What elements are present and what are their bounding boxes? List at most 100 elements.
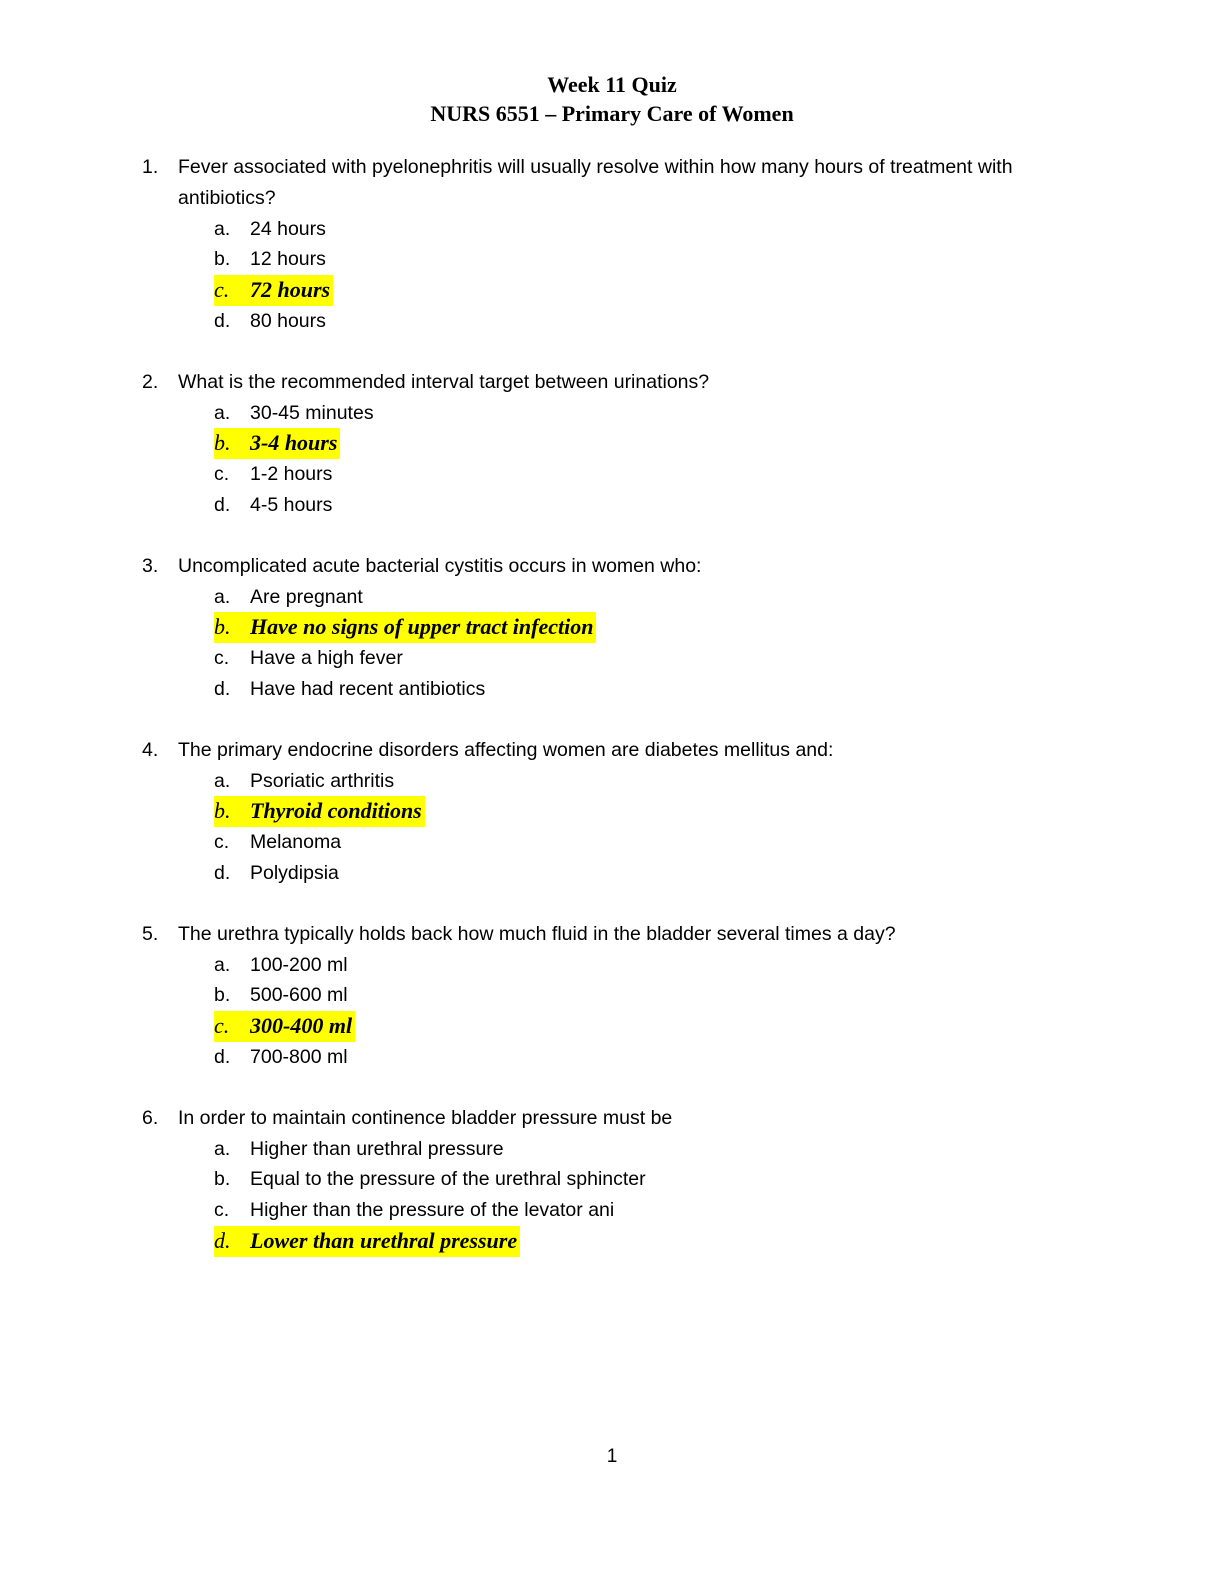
answer-option: a. 24 hours: [214, 214, 1082, 245]
option-letter: a.: [214, 585, 231, 608]
option-text: Have no signs of upper tract infection: [250, 614, 594, 640]
option-letter: b.: [214, 798, 231, 824]
question-text: Uncomplicated acute bacterial cystitis o…: [178, 554, 702, 577]
answer-option: d. Polydipsia: [214, 858, 1082, 889]
answer-option: a. Higher than urethral pressure: [214, 1134, 1082, 1165]
option-letter: b.: [214, 1168, 231, 1191]
document-subtitle: NURS 6551 – Primary Care of Women: [430, 101, 794, 126]
option-letter: b.: [214, 984, 231, 1007]
answer-option: d. 80 hours: [214, 306, 1082, 337]
question-text: The urethra typically holds back how muc…: [178, 922, 896, 945]
answer-option: a. 100-200 ml: [214, 950, 1082, 981]
option-text: Higher than urethral pressure: [250, 1137, 504, 1160]
option-text: Thyroid conditions: [250, 798, 422, 824]
option-text: 72 hours: [250, 277, 331, 303]
option-letter: a.: [214, 769, 231, 792]
document-header: Week 11 Quiz NURS 6551 – Primary Care of…: [0, 70, 1224, 128]
option-letter: a.: [214, 217, 231, 240]
question-text: The primary endocrine disorders affectin…: [178, 738, 834, 761]
answer-option-correct: d. Lower than urethral pressure: [214, 1225, 1082, 1257]
answer-highlight: c. 300-400 ml: [214, 1011, 356, 1042]
answer-option-correct: c. 300-400 ml: [214, 1011, 1082, 1042]
document-title: Week 11 Quiz: [547, 72, 677, 97]
question-number: 6.: [142, 1106, 159, 1129]
answer-option: d. 700-800 ml: [214, 1042, 1082, 1073]
option-letter: d.: [214, 1045, 231, 1068]
option-letter: c.: [214, 277, 230, 303]
option-text: 3-4 hours: [250, 430, 338, 456]
answer-option-correct: b. 3-4 hours: [214, 428, 1082, 460]
option-letter: d.: [214, 677, 231, 700]
option-text: Have a high fever: [250, 647, 403, 670]
option-text: 80 hours: [250, 309, 326, 332]
option-text: Equal to the pressure of the urethral sp…: [250, 1168, 646, 1191]
answer-option: d. 4-5 hours: [214, 490, 1082, 521]
question-5: 5. The urethra typically holds back how m…: [142, 919, 1082, 1073]
question-stem: 3. Uncomplicated acute bacterial cystitis…: [142, 551, 1082, 582]
option-text: 700-800 ml: [250, 1045, 348, 1068]
answer-option: d. Have had recent antibiotics: [214, 674, 1082, 705]
option-text: 300-400 ml: [250, 1013, 353, 1039]
option-letter: d.: [214, 309, 231, 332]
answer-option: c. 1-2 hours: [214, 459, 1082, 490]
option-letter: a.: [214, 401, 231, 424]
option-letter: d.: [214, 861, 231, 884]
answer-option: a.Are pregnant: [214, 582, 1082, 613]
option-letter: d.: [214, 493, 231, 516]
answer-option: b. 500-600 ml: [214, 980, 1082, 1011]
question-4: 4. The primary endocrine disorders affect…: [142, 735, 1082, 889]
answer-highlight: b. 3-4 hours: [214, 428, 341, 460]
option-text: Have had recent antibiotics: [250, 677, 486, 700]
question-6: 6. In order to maintain continence bladde…: [142, 1103, 1082, 1257]
option-text: 100-200 ml: [250, 953, 348, 976]
option-letter: b.: [214, 248, 231, 271]
option-letter: a.: [214, 1137, 231, 1160]
option-letter: b.: [214, 430, 231, 456]
answer-option: b. 12 hours: [214, 244, 1082, 275]
answer-option-correct: b. Thyroid conditions: [214, 796, 1082, 828]
option-letter: b.: [214, 614, 231, 640]
option-letter: d.: [214, 1227, 231, 1253]
question-stem: 6. In order to maintain continence bladde…: [142, 1103, 1082, 1134]
answer-option: a. 30-45 minutes: [214, 398, 1082, 429]
option-text: Psoriatic arthritis: [250, 769, 395, 792]
answer-option: b. Equal to the pressure of the urethral …: [214, 1164, 1082, 1195]
answer-highlight: b. Thyroid conditions: [214, 796, 425, 828]
option-text: Lower than urethral pressure: [250, 1227, 518, 1253]
question-number: 5.: [142, 922, 159, 945]
question-text: In order to maintain continence bladder …: [178, 1106, 673, 1129]
option-letter: c.: [214, 1199, 230, 1222]
question-2: 2. What is the recommended interval targe…: [142, 367, 1082, 521]
option-text: Melanoma: [250, 831, 342, 854]
question-text: Fever associated with pyelonephritis wil…: [178, 156, 1013, 209]
answer-option: c. Have a high fever: [214, 643, 1082, 674]
option-text: 30-45 minutes: [250, 401, 374, 424]
option-letter: c.: [214, 463, 230, 486]
question-number: 4.: [142, 738, 159, 761]
answer-option: a. Psoriatic arthritis: [214, 766, 1082, 797]
option-text: 4-5 hours: [250, 493, 333, 516]
option-letter: c.: [214, 1013, 230, 1039]
option-letter: c.: [214, 647, 230, 670]
question-list: 1.Fever associated with pyelonephritis w…: [142, 152, 1082, 1287]
answer-highlight: b. Have no signs of upper tract infection: [214, 612, 597, 644]
question-1: 1.Fever associated with pyelonephritis w…: [142, 152, 1082, 337]
answer-option-correct: c. 72 hours: [214, 275, 1082, 306]
option-letter: a.: [214, 953, 231, 976]
question-stem: 2. What is the recommended interval targe…: [142, 367, 1082, 398]
question-number: 2.: [142, 370, 159, 393]
page-number: 1: [606, 1446, 618, 1467]
question-text: What is the recommended interval target …: [178, 370, 710, 393]
option-text: 500-600 ml: [250, 984, 348, 1007]
option-text: 1-2 hours: [250, 463, 333, 486]
question-stem: 5. The urethra typically holds back how m…: [142, 919, 1082, 950]
option-text: 24 hours: [250, 217, 326, 240]
answer-highlight: c. 72 hours: [214, 275, 334, 306]
question-3: 3. Uncomplicated acute bacterial cystitis…: [142, 551, 1082, 705]
question-number: 3.: [142, 554, 159, 577]
answer-option-correct: b. Have no signs of upper tract infection: [214, 612, 1082, 644]
question-stem: 4. The primary endocrine disorders affect…: [142, 735, 1082, 766]
option-text: Higher than the pressure of the levator …: [250, 1199, 615, 1222]
option-text: Polydipsia: [250, 861, 339, 884]
option-text: 12 hours: [250, 248, 326, 271]
